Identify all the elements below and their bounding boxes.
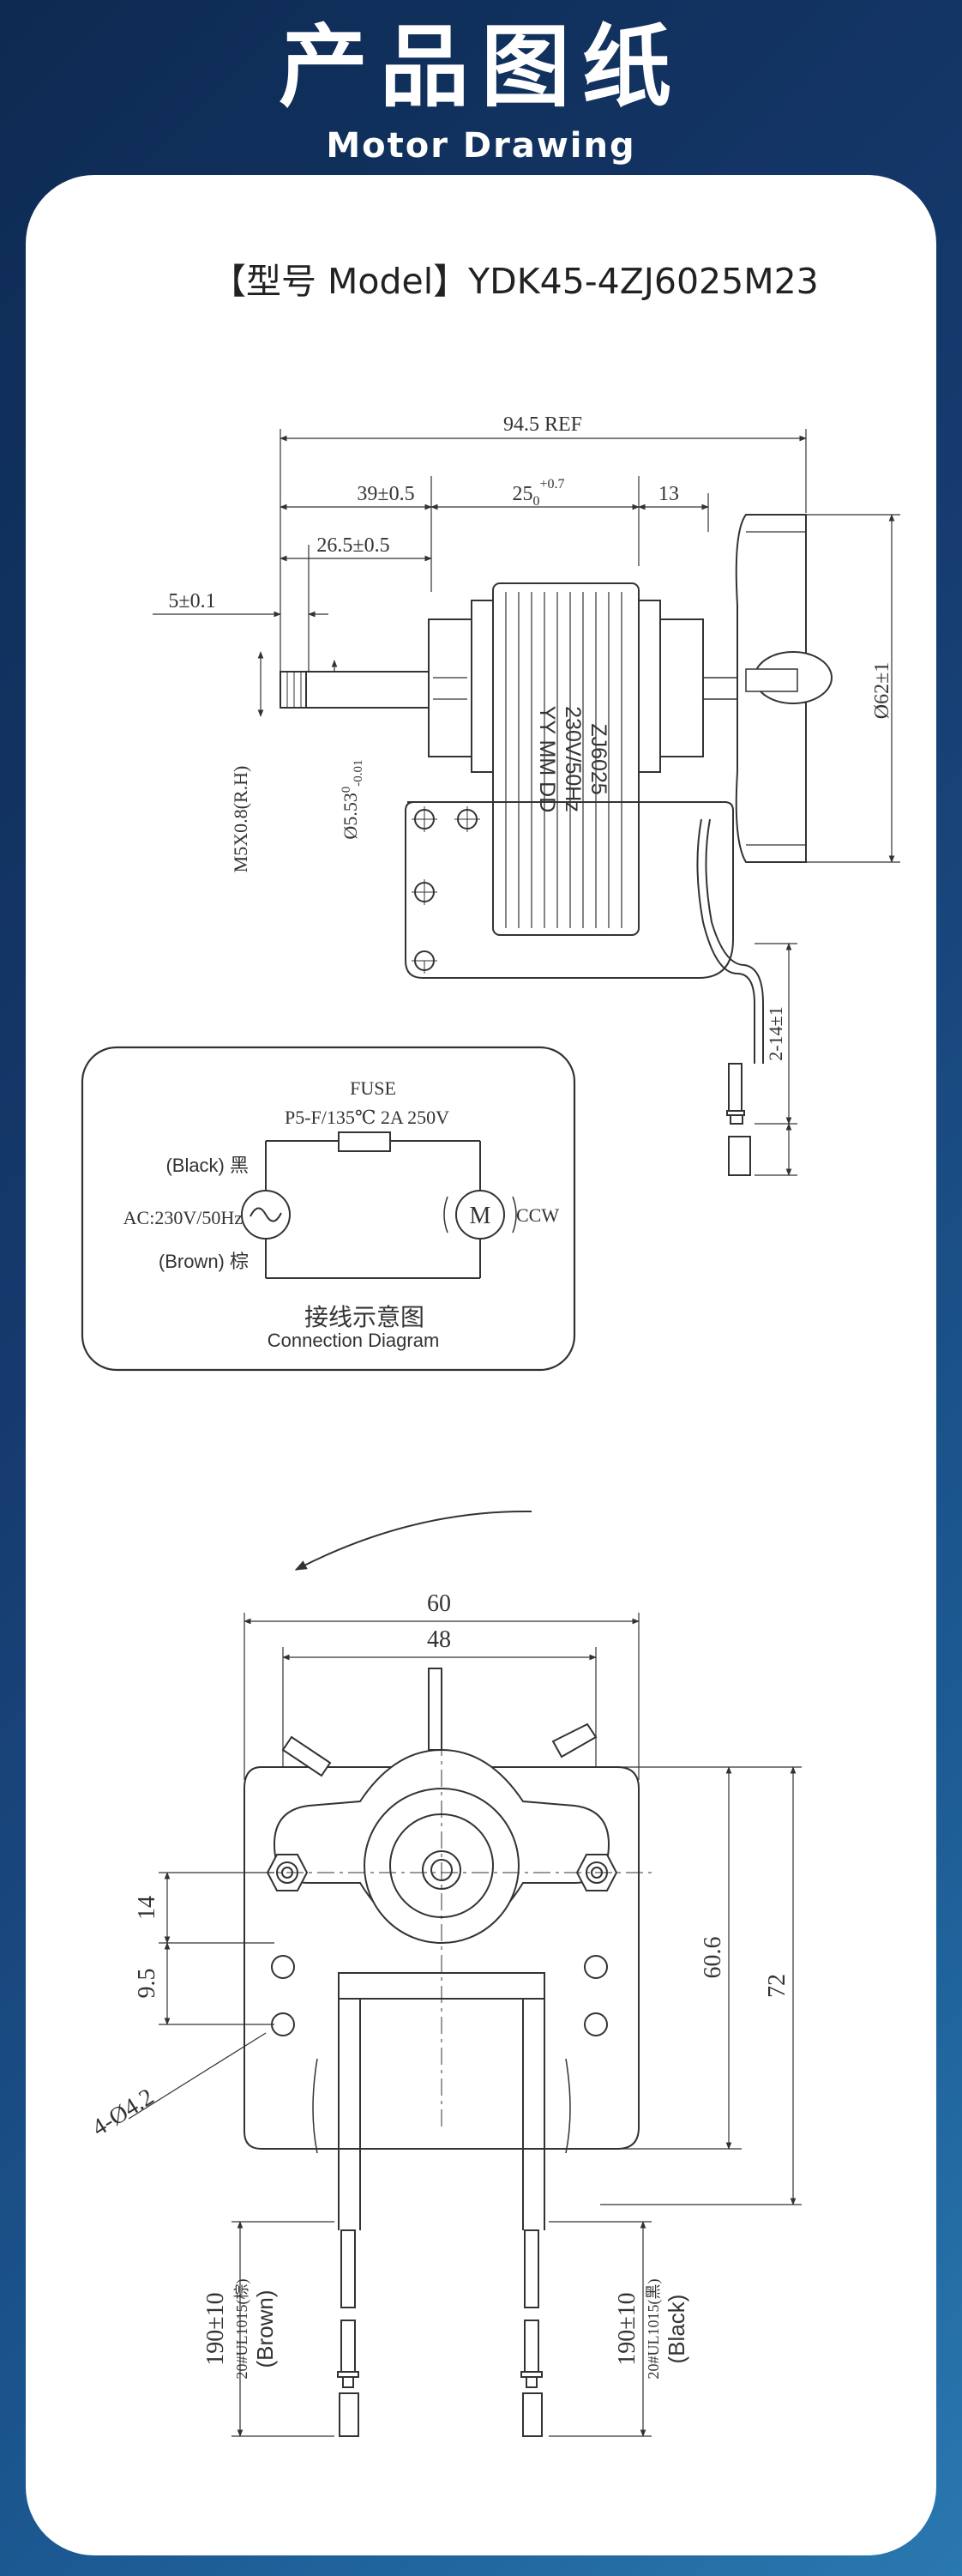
motor-symbol: M xyxy=(470,1203,491,1229)
direction-label: CCW xyxy=(516,1204,559,1226)
dim-39: 39±0.5 xyxy=(357,483,414,505)
model-value: YDK45-4ZJ6025M23 xyxy=(468,261,819,302)
right-lead-length: 190±10 xyxy=(614,2292,640,2365)
shaft-diameter: Ø5.530-0.01 xyxy=(340,759,365,839)
dim-14: 14 xyxy=(134,1896,160,1920)
left-lead-labels: 190±10 20#UL1015(棕) (Brown) xyxy=(202,2279,278,2380)
dim-60-6: 60.6 xyxy=(700,1937,726,1979)
dim-72: 72 xyxy=(764,1974,791,1998)
nameplate-date: YY MM DD xyxy=(535,706,559,813)
right-lead-spec: 20#UL1015(黑) xyxy=(645,2279,663,2380)
left-lead-color: (Brown) xyxy=(252,2289,278,2368)
right-lead-labels: 190±10 20#UL1015(黑) (Black) xyxy=(614,2279,689,2380)
dim-26-5: 26.5±0.5 xyxy=(316,534,389,557)
connection-title-cn: 接线示意图 xyxy=(304,1304,424,1330)
dim-overall: 94.5 REF xyxy=(503,413,582,436)
black-wire-label: (Black) 黑 xyxy=(165,1155,249,1176)
right-lead-color: (Black) xyxy=(664,2295,689,2364)
dim-13: 13 xyxy=(658,483,679,505)
brown-wire-label: (Brown) 棕 xyxy=(159,1251,249,1272)
thread-spec: M5X0.8(R.H) xyxy=(230,766,251,873)
dim-9-5: 9.5 xyxy=(134,1969,160,1999)
model-label: 【型号 Model】 xyxy=(211,261,469,302)
dim-48: 48 xyxy=(427,1626,451,1653)
nameplate-model: ZJ6025 xyxy=(586,723,610,794)
page-subtitle: Motor Drawing xyxy=(326,126,636,166)
front-view xyxy=(128,1510,802,2437)
dim-60: 60 xyxy=(427,1590,451,1617)
mounting-holes: 4-Ø4.2 xyxy=(87,2084,159,2142)
connection-title-en: Connection Diagram xyxy=(268,1330,440,1351)
fan-diameter: Ø62±1 xyxy=(871,662,893,720)
ac-supply-label: AC:230V/50Hz xyxy=(123,1207,244,1228)
nameplate: ZJ6025 230V/50Hz YY MM DD xyxy=(535,706,610,813)
left-lead-length: 190±10 xyxy=(202,2292,229,2365)
dim-25: 250+0.7 xyxy=(512,477,564,509)
page-title: 产品图纸 xyxy=(278,15,683,119)
model-line: 【型号 Model】YDK45-4ZJ6025M23 xyxy=(211,252,819,304)
fuse-title: FUSE xyxy=(350,1077,396,1099)
dim-5: 5±0.1 xyxy=(168,590,215,612)
connection-diagram xyxy=(81,1046,576,1372)
side-view xyxy=(153,429,900,1176)
lead-length: 2-14±1 xyxy=(765,1006,786,1060)
fuse-spec: P5-F/135℃ 2A 250V xyxy=(285,1107,449,1128)
nameplate-voltage: 230V/50Hz xyxy=(561,706,585,812)
left-lead-spec: 20#UL1015(棕) xyxy=(233,2279,251,2380)
